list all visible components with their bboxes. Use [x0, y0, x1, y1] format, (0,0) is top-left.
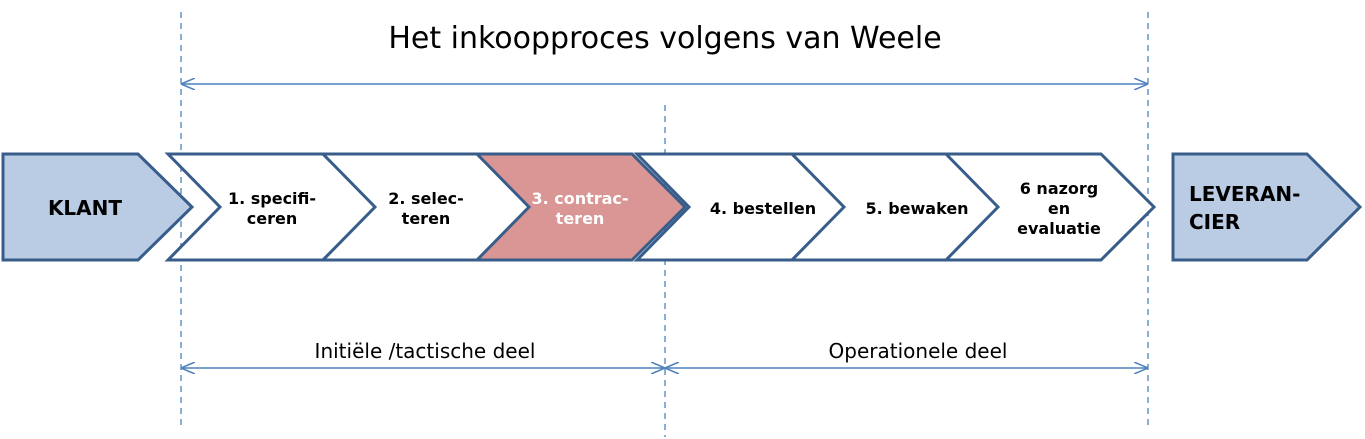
step-label-line: 3. contrac-	[531, 189, 628, 208]
end-node-leverancier: LEVERAN- CIER	[1171, 152, 1363, 262]
phase-label-initial: Initiële /tactische deel	[315, 339, 536, 363]
start-label: KLANT	[48, 196, 122, 220]
end-shape	[1171, 152, 1363, 262]
start-shape	[1, 152, 195, 262]
step-label-line: 2. selec-	[388, 189, 464, 208]
end-label-line-1: LEVERAN-	[1189, 182, 1300, 206]
step-label-line: 5. bewaken	[865, 199, 968, 218]
step-label-line: 4. bestellen	[710, 199, 816, 218]
process-step-1: 1. specifi-ceren	[164, 152, 379, 262]
end-label-line-2: CIER	[1189, 210, 1240, 234]
step-label-line: evaluatie	[1017, 219, 1101, 238]
diagram-title: Het inkoopproces volgens van Weele	[388, 21, 941, 56]
step-chevron-shape	[942, 152, 1157, 262]
step-label-line: 1. specifi-	[228, 189, 316, 208]
step-label-line: 6 nazorg	[1020, 179, 1099, 198]
process-step-3: 3. contrac-teren	[473, 152, 688, 262]
step-chevron-shape	[473, 152, 688, 262]
step-label-line: teren	[402, 209, 451, 228]
start-node-klant: KLANT	[1, 152, 195, 262]
step-label-line: ceren	[247, 209, 297, 228]
step-label-line: en	[1048, 199, 1070, 218]
phase-label-operational: Operationele deel	[829, 339, 1008, 363]
step-label-line: teren	[556, 209, 605, 228]
